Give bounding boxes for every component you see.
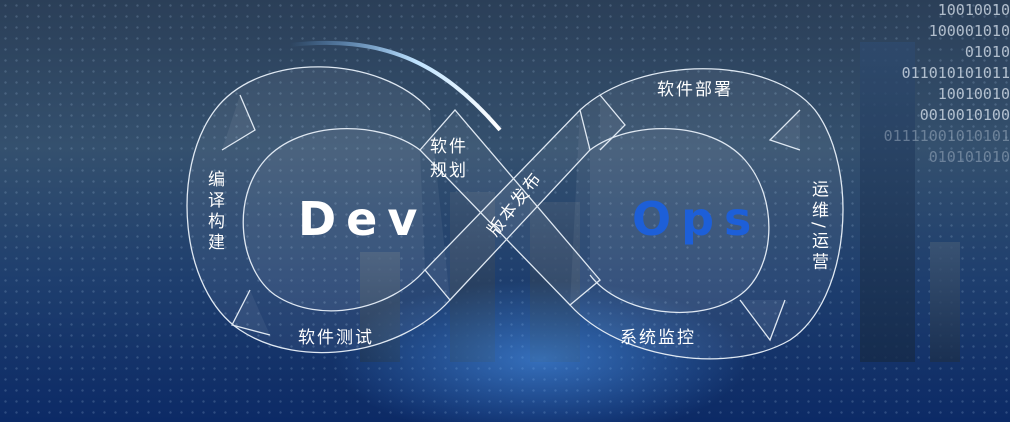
binary-line: 011010101011 [901,64,1010,82]
building [860,42,915,362]
binary-line: 01111001010101 [883,127,1010,145]
stage-build: 编译构建 [204,170,224,254]
arrow-divider [739,299,786,342]
binary-line: 10010010 [937,85,1010,103]
arrow-divider [221,94,256,151]
cross-band-b [424,108,591,301]
stage-monitor: 系统监控 [620,328,696,348]
left-loop-inner [242,128,426,312]
arrow-divider [768,109,801,151]
binary-line: 010101010 [928,148,1010,166]
binary-line: 0010010100 [919,106,1010,124]
stage-plan: 软件规划 [430,137,468,181]
light-glow [330,280,750,422]
ops-title: Ops [632,192,762,246]
stage-operate: 运维/运营 [808,180,828,274]
binary-line: 100001010 [928,22,1010,40]
light-streak [289,40,502,132]
left-loop-outer [186,66,451,354]
binary-line: 01010 [964,43,1010,61]
arrow-divider [599,94,626,151]
stage-deploy: 软件部署 [657,80,733,100]
dev-title: Dev [298,192,428,246]
building [930,242,960,362]
binary-line: 10010010 [937,1,1010,19]
binary-code: 10010010 100001010 01010 011010101011 10… [884,0,1010,168]
cross-band-a [419,109,601,306]
right-loop-inner [589,128,770,313]
stage-test: 软件测试 [298,328,374,348]
arrow-divider [231,289,271,336]
